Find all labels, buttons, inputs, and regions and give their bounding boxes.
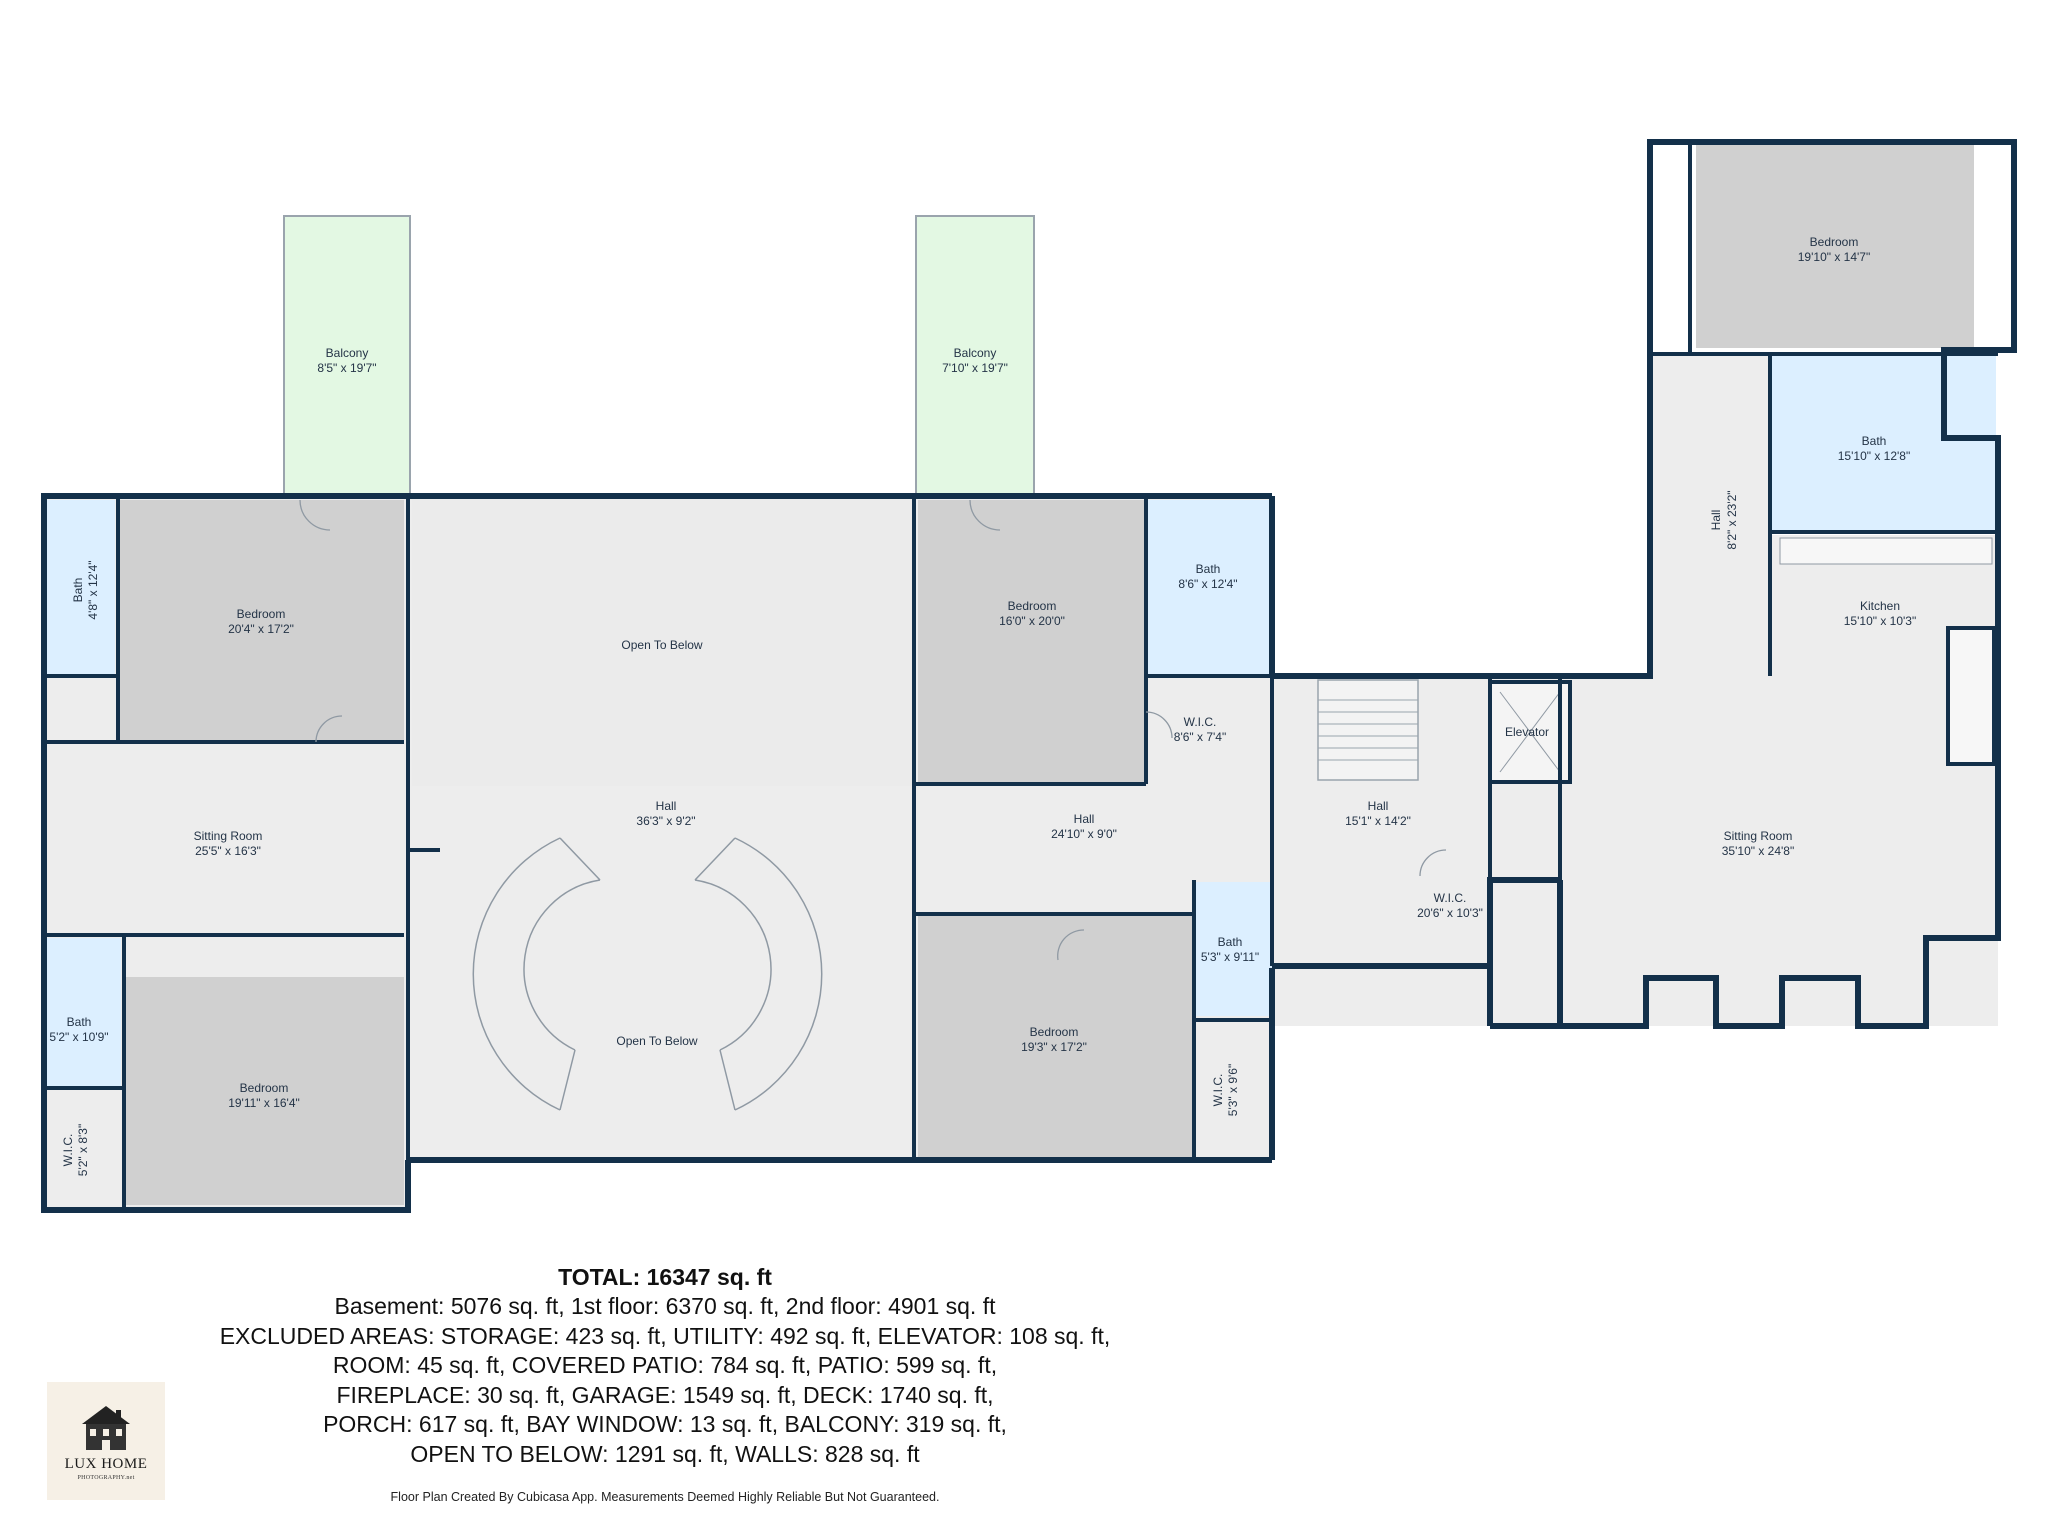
room-name: Kitchen [1860, 599, 1900, 613]
room-labels: Balcony 8'5" x 19'7" Balcony 7'10" x 19'… [49, 235, 1916, 1176]
bedroom-area [118, 500, 404, 742]
room-dimension: 16'0" x 20'0" [999, 614, 1065, 628]
room-dimension: 15'1" x 14'2" [1345, 814, 1411, 828]
room-dimension: 15'10" x 10'3" [1844, 614, 1917, 628]
room-name: Open To Below [616, 1034, 697, 1048]
room-name: Bedroom [237, 607, 286, 621]
room-name: Bath [71, 578, 85, 603]
room-name: Sitting Room [1724, 829, 1793, 843]
bedroom-area [918, 500, 1144, 782]
room-name: Bedroom [240, 1081, 289, 1095]
room-dimension: 4'8" x 12'4" [86, 560, 100, 619]
kitchen-counter [1779, 537, 1993, 565]
room-name: Balcony [954, 346, 997, 360]
bath-area [1770, 354, 1996, 530]
summary-line: Basement: 5076 sq. ft, 1st floor: 6370 s… [334, 1293, 996, 1319]
room-dimension: 19'11" x 16'4" [228, 1096, 300, 1110]
summary-line: ROOM: 45 sq. ft, COVERED PATIO: 784 sq. … [332, 1352, 998, 1378]
room-name: Open To Below [621, 638, 702, 652]
room-name: Bath [1218, 935, 1243, 949]
room-dimension: 19'10" x 14'7" [1798, 250, 1871, 264]
room-dimension: 5'3" x 9'6" [1226, 1064, 1240, 1116]
room-name: Hall [1368, 799, 1389, 813]
room-dimension: 5'2" x 8'3" [76, 1124, 90, 1176]
spiral-staircase [472, 837, 823, 1111]
room-dimension: 36'3" x 9'2" [636, 814, 695, 828]
summary-line: OPEN TO BELOW: 1291 sq. ft, WALLS: 828 s… [410, 1440, 920, 1467]
room-dimension: 20'4" x 17'2" [228, 622, 294, 636]
room-name: Bath [67, 1015, 92, 1029]
room-dimension: 35'10" x 24'8" [1722, 844, 1795, 858]
room-dimension: 8'2" x 23'2" [1725, 490, 1739, 549]
summary-line: EXCLUDED AREAS: STORAGE: 423 sq. ft, UTI… [219, 1322, 1111, 1349]
bath-area [1194, 882, 1272, 1016]
bath-area [47, 938, 121, 1086]
open-to-below-area [412, 500, 912, 786]
bedroom-area [124, 977, 404, 1205]
bedroom-area [918, 916, 1192, 1158]
room-dimension: 8'5" x 19'7" [317, 361, 376, 375]
bath-area [47, 500, 115, 676]
house-icon [82, 1406, 130, 1450]
interior-walls [44, 142, 1998, 1210]
room-dimension: 8'6" x 7'4" [1174, 730, 1226, 744]
room-name: Hall [1709, 510, 1723, 531]
room-name: Bedroom [1008, 599, 1057, 613]
room-name: Bath [1862, 434, 1887, 448]
room-dimension: 19'3" x 17'2" [1021, 1040, 1087, 1054]
stair-treads [1318, 699, 1418, 761]
room-name: Hall [656, 799, 677, 813]
disclaimer: Floor Plan Created By Cubicasa App. Meas… [390, 1490, 940, 1504]
summary-line: FIREPLACE: 30 sq. ft, GARAGE: 1549 sq. f… [336, 1381, 994, 1408]
door-swings [299, 499, 1447, 961]
logo-brand: LUX HOME [64, 1456, 148, 1472]
summary-line: PORCH: 617 sq. ft, BAY WINDOW: 13 sq. ft… [323, 1411, 1007, 1437]
stair-landing [1317, 679, 1419, 781]
room-name: Hall [1074, 812, 1095, 826]
room-name: Elevator [1505, 725, 1549, 739]
room-name: Sitting Room [194, 829, 263, 843]
area-summary: TOTAL: 16347 sq. ft Basement: 5076 sq. f… [0, 1262, 1330, 1469]
floor-north-hall [1650, 354, 1770, 679]
balcony-area [915, 215, 1035, 497]
room-name: W.I.C. [1184, 715, 1217, 729]
room-name: W.I.C. [1211, 1074, 1225, 1107]
bath-area [1148, 500, 1270, 674]
floor-plan: Balcony 8'5" x 19'7" Balcony 7'10" x 19'… [41, 139, 2017, 1213]
room-name: Bedroom [1810, 235, 1859, 249]
room-dimension: 7'10" x 19'7" [942, 361, 1008, 375]
room-name: W.I.C. [1434, 891, 1467, 905]
kitchen-island [1946, 626, 1996, 766]
room-dimension: 15'10" x 12'8" [1838, 449, 1911, 463]
room-dimension: 20'6" x 10'3" [1417, 906, 1483, 920]
logo: LUX HOME PHOTOGRAPHY.net [47, 1382, 165, 1500]
room-dimension: 5'2" x 10'9" [49, 1030, 108, 1044]
logo-subtitle: PHOTOGRAPHY.net [77, 1475, 135, 1481]
room-dimension: 25'5" x 16'3" [195, 844, 261, 858]
room-dimension: 8'6" x 12'4" [1178, 577, 1237, 591]
bedroom-area [1696, 142, 1974, 348]
total-area: TOTAL: 16347 sq. ft [558, 1264, 772, 1290]
balcony-area [283, 215, 411, 497]
room-name: Bedroom [1030, 1025, 1079, 1039]
room-dimension: 5'3" x 9'11" [1201, 950, 1259, 964]
room-name: Bath [1196, 562, 1221, 576]
room-name: W.I.C. [61, 1134, 75, 1167]
room-name: Balcony [326, 346, 369, 360]
room-dimension: 24'10" x 9'0" [1051, 827, 1117, 841]
